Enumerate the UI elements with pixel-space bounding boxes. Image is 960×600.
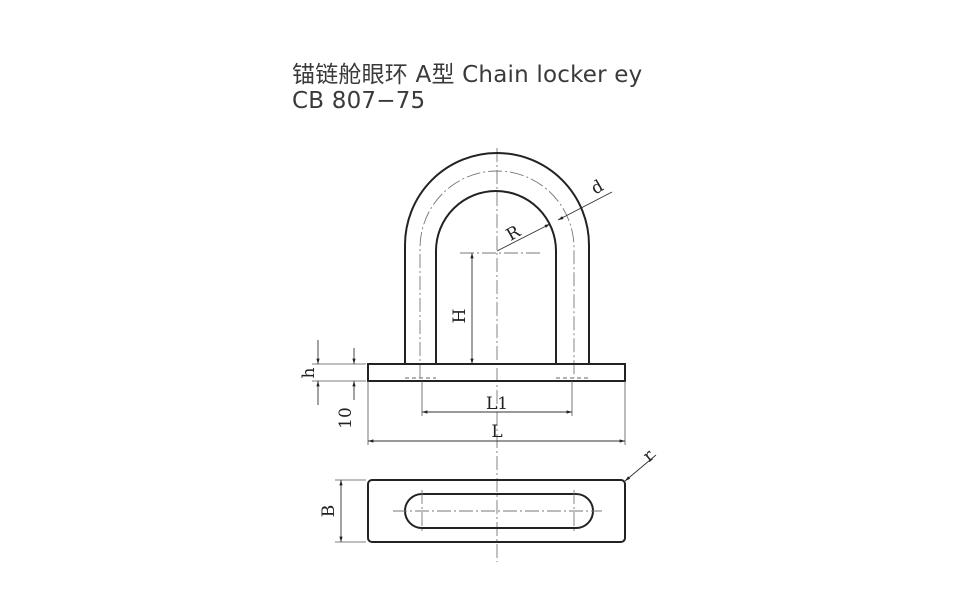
label-r: r [639,445,659,466]
label-L: L [491,422,502,442]
label-h: h [299,367,319,378]
label-H: H [450,309,470,324]
drawing-title: 锚链舱眼环 A型 Chain locker ey [292,62,643,88]
elevation-view: H R d h 10 L1 L [299,148,626,562]
eye-centerline [419,170,575,378]
label-L1: L1 [486,394,508,414]
eye-inner-outline [435,190,557,364]
dimension-r [624,454,657,482]
plate-outline [367,479,626,543]
dimension-d [557,191,613,221]
plan-view: B r [319,445,659,543]
label-B: B [319,505,339,518]
base-plate [367,363,626,382]
standard-number: CB 807−75 [292,88,426,114]
dimension-R [496,223,551,252]
label-10: 10 [336,407,356,429]
label-R: R [503,221,525,245]
